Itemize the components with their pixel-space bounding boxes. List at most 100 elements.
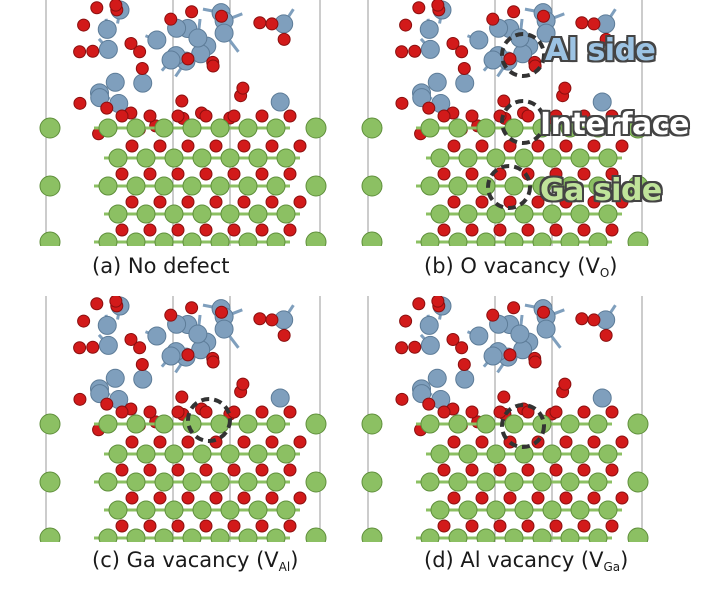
ga-atom [210,118,230,138]
vacancy-marker [186,397,232,443]
ga-atom [458,148,478,168]
ga-atom [588,176,608,196]
o-atom [437,109,451,123]
o-atom [185,5,199,19]
o-atom [215,305,229,319]
o-atom [125,491,139,505]
o-atom [125,139,139,153]
o-atom [531,491,545,505]
al-atom [270,388,290,408]
o-atom [143,405,157,419]
al-atom [97,19,117,39]
o-atom [181,491,195,505]
ga-atom [305,527,327,542]
ga-atom [570,500,590,520]
o-atom [143,519,157,533]
ga-atom [126,176,146,196]
o-atom [465,223,479,237]
o-atom [422,101,436,115]
o-atom [209,195,223,209]
caption-c-subscript: Al [278,560,291,574]
ga-atom [39,175,61,197]
o-atom [521,519,535,533]
o-atom [587,313,601,327]
ga-atom [598,148,618,168]
o-atom [558,377,572,391]
ga-atom [420,472,440,492]
o-atom [255,109,269,123]
ga-atom [448,528,468,542]
o-atom [171,463,185,477]
o-atom [283,167,297,181]
o-atom [395,392,409,406]
o-atom [115,519,129,533]
o-atom [199,519,213,533]
o-atom [457,61,471,75]
ga-atom [276,500,296,520]
ga-atom [164,148,184,168]
o-atom [615,435,629,449]
o-atom [133,45,147,59]
o-atom [493,463,507,477]
o-atom [475,435,489,449]
o-atom [237,491,251,505]
ga-atom [210,414,230,434]
o-atom [431,296,445,308]
o-atom [575,16,589,30]
o-atom [599,328,613,342]
o-atom [115,463,129,477]
al-atom [427,368,447,388]
ga-atom [560,118,580,138]
ga-atom [570,444,590,464]
o-atom [615,139,629,153]
ga-atom [98,528,118,542]
ga-atom [532,472,552,492]
o-atom [549,519,563,533]
o-atom [558,81,572,95]
ga-atom [108,500,128,520]
o-atom [521,109,535,123]
ga-atom [98,414,118,434]
ga-atom [182,232,202,246]
ga-atom [560,414,580,434]
o-atom [437,463,451,477]
caption-b: (b) O vacancy (VO) [424,254,617,280]
o-atom [255,463,269,477]
al-atom [510,28,530,48]
o-atom [227,223,241,237]
o-atom [615,491,629,505]
ga-atom [448,414,468,434]
o-atom [227,519,241,533]
o-atom [408,340,422,354]
ga-atom [504,414,524,434]
o-atom [100,101,114,115]
al-atom [133,369,153,389]
o-atom [209,139,223,153]
al-atom [188,28,208,48]
ga-atom [420,414,440,434]
o-atom [395,96,409,110]
al-atom [214,319,234,339]
o-atom [549,223,563,237]
ga-atom [420,528,440,542]
o-atom [493,405,507,419]
o-atom [447,195,461,209]
ga-atom [430,444,450,464]
vacancy-marker [500,32,546,78]
o-atom [577,167,591,181]
o-atom [577,109,591,123]
ga-atom [476,232,496,246]
ga-atom [627,117,649,139]
ga-atom [238,118,258,138]
al-atom [412,88,432,108]
o-atom [549,463,563,477]
o-atom [199,167,213,181]
o-atom [465,405,479,419]
o-atom [253,16,267,30]
o-atom [599,32,613,46]
al-atom [270,92,290,112]
o-atom [465,109,479,123]
ga-atom [361,231,383,246]
o-atom [265,195,279,209]
o-atom [447,139,461,153]
